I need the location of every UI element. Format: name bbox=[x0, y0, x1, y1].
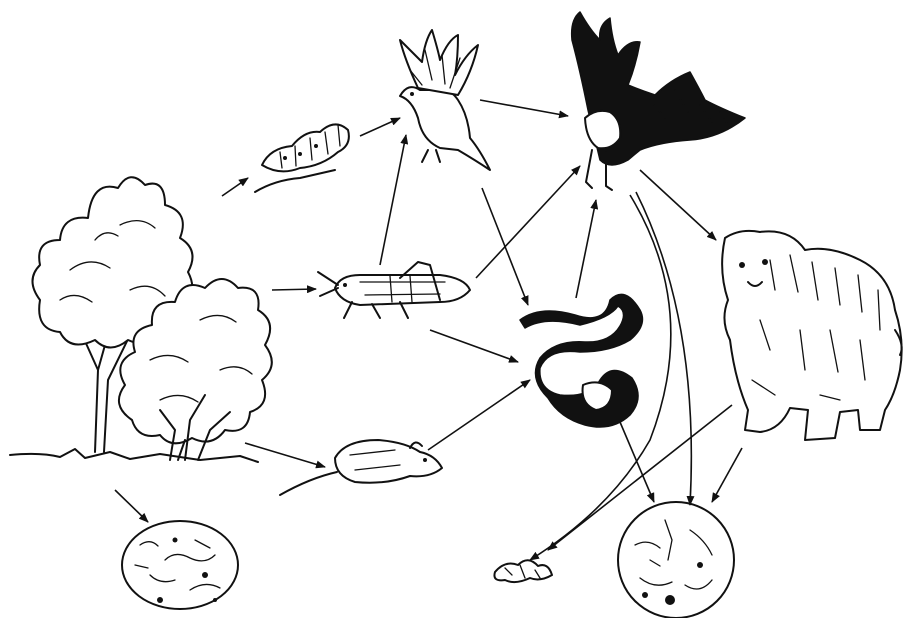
arrow-tree-to-caterpillar bbox=[222, 178, 248, 196]
arrow-grasshopper-to-snake bbox=[430, 330, 518, 362]
arrow-hawk-to-tiger bbox=[640, 170, 716, 240]
arrow-sparrow-to-hawk bbox=[480, 100, 568, 116]
arrow-tree-to-grasshopper bbox=[272, 289, 316, 290]
arrow-tree-to-rat bbox=[245, 443, 325, 467]
tiger bbox=[722, 231, 902, 440]
arrow-snake-to-hawk bbox=[576, 200, 596, 298]
snake bbox=[520, 294, 642, 427]
rat bbox=[280, 440, 442, 495]
arrow-grasshopper-to-sparrow bbox=[380, 135, 406, 265]
arrow-tiger-to-microbes-right bbox=[712, 448, 742, 502]
grasshopper bbox=[318, 262, 470, 318]
microbes-right bbox=[618, 502, 734, 618]
microbes-left bbox=[122, 521, 238, 609]
dead-remains bbox=[494, 560, 552, 582]
arrow-rat-to-snake bbox=[428, 380, 530, 450]
arrow-tree-to-microbes-left bbox=[115, 490, 148, 522]
sparrow bbox=[400, 30, 490, 170]
caterpillar bbox=[255, 124, 349, 192]
arrow-caterpillar-to-sparrow bbox=[360, 118, 400, 136]
arrow-grasshopper-to-hawk bbox=[476, 166, 580, 278]
hawk bbox=[572, 12, 745, 190]
arrow-hawk-to-dead-remains bbox=[530, 195, 671, 560]
tree-and-shrub bbox=[10, 177, 272, 462]
